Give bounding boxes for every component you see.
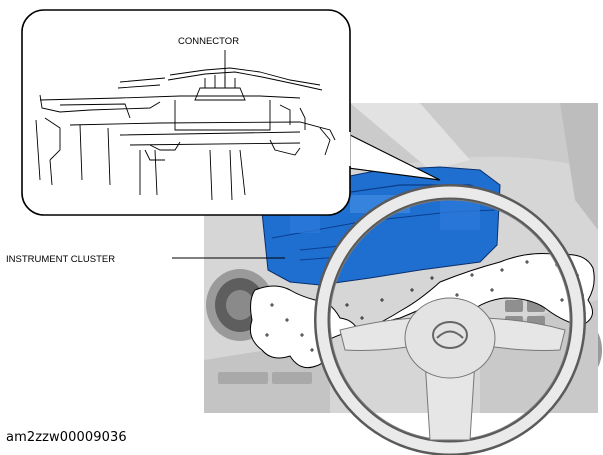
connector-detail-callout: CONNECTOR <box>21 9 441 216</box>
instrument-cluster-callout: INSTRUMENT CLUSTER <box>6 254 285 265</box>
figure-id: am2zzw00009036 <box>6 430 127 445</box>
steering-wheel <box>314 184 586 455</box>
connector-label: CONNECTOR <box>178 36 239 47</box>
instrument-cluster-label: INSTRUMENT CLUSTER <box>6 254 115 265</box>
